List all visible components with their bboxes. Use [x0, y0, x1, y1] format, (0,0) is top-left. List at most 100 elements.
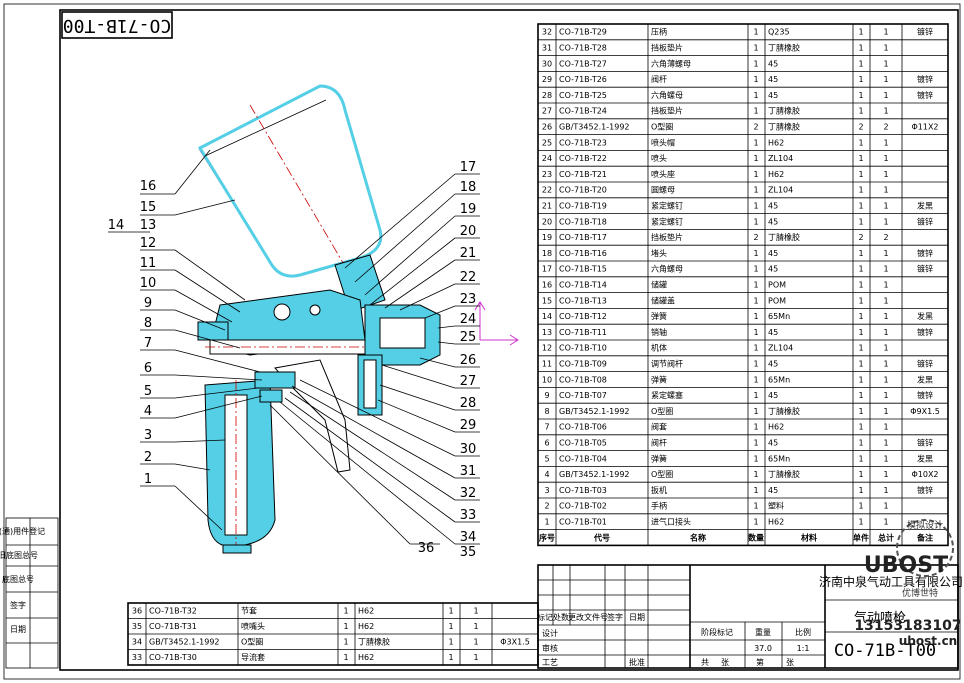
tb-product: 气动喷枪 [854, 610, 906, 626]
bom-right-cell: 1 [753, 375, 758, 384]
callouts-left [108, 149, 263, 531]
bom-right-cell: 1 [883, 202, 888, 211]
bom-right-cell: 1 [858, 265, 863, 274]
bom-right-cell: 阀杆 [651, 74, 667, 84]
bom-right-cell: 塑料 [768, 501, 784, 511]
bom-bottom-cell: 33 [132, 653, 142, 662]
bom-right-cell: 六角螺母 [651, 264, 683, 274]
bom-right-cell: 8 [544, 407, 549, 416]
tb-label-process: 工艺 [542, 658, 558, 667]
bom-bottom-cell: 丁腈橡胶 [358, 637, 390, 647]
bom-right-cell: 1 [883, 170, 888, 179]
bom-right-cell: 1 [883, 281, 888, 290]
tb-label-mark: 标记 [537, 612, 553, 622]
bom-right-cell: 1 [858, 454, 863, 463]
bom-right-cell: 26 [542, 123, 552, 132]
bom-right-cell: CO-71B-T10 [559, 344, 607, 353]
bom-right-cell: 1 [858, 312, 863, 321]
bom-right-cell: 1 [858, 91, 863, 100]
bom-right-cell: 1 [858, 486, 863, 495]
bom-right-cell: 1 [753, 154, 758, 163]
bom-right-cell: 1 [883, 154, 888, 163]
bom-right-cell: 22 [542, 186, 552, 195]
bom-right-cell: 1 [883, 217, 888, 226]
callout-29: 29 [460, 418, 477, 433]
bom-bottom-cell: 1 [448, 622, 453, 631]
bom-right-cell: 45 [768, 249, 778, 258]
bom-right-cell: 10 [542, 375, 552, 384]
bom-right-cell: O型圈 [651, 407, 673, 416]
bom-right-cell: CO-71B-T06 [559, 423, 607, 432]
bom-right-cell: 1 [858, 375, 863, 384]
bom-right-cell: 1 [753, 470, 758, 479]
tb-label-stage: 阶段标记 [701, 627, 733, 637]
callout-19: 19 [460, 202, 477, 217]
bom-right-cell: 1 [858, 502, 863, 511]
bom-right-cell: 27 [542, 107, 552, 116]
bom-right-cell: CO-71B-T17 [559, 233, 607, 242]
ubost-watermark: 模拟设计 UBOST 优博世特 13153183107 ubost.cn [854, 519, 962, 648]
bom-right-cell: 1 [753, 328, 758, 337]
callout-2: 2 [144, 450, 152, 465]
bom-right-cell: CO-71B-T05 [559, 439, 607, 448]
bom-bottom-cell: 1 [473, 607, 478, 616]
bom-right-cell: 手柄 [651, 501, 667, 511]
callout-23: 23 [460, 292, 477, 307]
tb-label-scale: 比例 [795, 627, 811, 637]
bom-right-cell: 2 [753, 233, 758, 242]
bom-right-cell: CO-71B-T24 [559, 107, 607, 116]
bom-right-cell: 32 [542, 28, 552, 37]
callout-4: 4 [144, 404, 152, 419]
callout-27: 27 [460, 374, 477, 389]
bom-bottom-cell: 节套 [241, 606, 257, 616]
bom-right-cell: 7 [544, 423, 549, 432]
bom-right-cell: 1 [883, 249, 888, 258]
bom-right-cell: 13 [542, 328, 552, 337]
bom-right-cell: 1 [753, 296, 758, 305]
bom-right-cell: 1 [883, 59, 888, 68]
bom-right-cell: 挡板垫片 [651, 43, 683, 53]
bom-right-cell: 1 [753, 502, 758, 511]
bom-right-header: 名称 [690, 532, 706, 542]
bom-right-cell: 17 [542, 265, 552, 274]
bom-right-cell: 六角薄螺母 [651, 58, 691, 68]
bom-bottom-cell: 1 [448, 653, 453, 662]
bom-bottom-cell: CO-71B-T31 [149, 622, 197, 631]
bom-right-cell: 1 [883, 423, 888, 432]
bom-right-cell: Φ10X2 [911, 470, 938, 479]
bom-right-cell: CO-71B-T25 [559, 91, 607, 100]
bom-right-cell: 镀锌 [917, 390, 933, 400]
callout-12: 12 [140, 236, 157, 251]
tb-weight: 37.0 [754, 644, 772, 653]
bom-right-cell: 进气口接头 [651, 517, 691, 527]
bom-right-cell: 19 [542, 233, 552, 242]
bom-right-cell: 1 [858, 107, 863, 116]
outer-border [3, 3, 961, 680]
bom-right-cell: CO-71B-T22 [559, 154, 607, 163]
callout-33: 33 [460, 508, 477, 523]
bom-right-cell: 1 [883, 107, 888, 116]
bom-right-cell: 12 [542, 344, 552, 353]
bom-right-cell: 1 [753, 107, 758, 116]
callout-21: 21 [460, 246, 477, 261]
bom-right-header: 单件 [853, 532, 869, 542]
callout-22: 22 [460, 270, 477, 285]
bom-right-cell: 9 [544, 391, 549, 400]
bom-right-cell: 45 [768, 59, 778, 68]
bom-right-cell: 1 [753, 249, 758, 258]
bom-right-cell: GB/T3452.1-1992 [559, 470, 630, 479]
bom-right-cell: CO-71B-T18 [559, 217, 607, 226]
callout-17: 17 [460, 160, 477, 175]
bom-right-cell: CO-71B-T09 [559, 360, 607, 369]
strip-label-4: 签字 [10, 600, 26, 610]
bom-right-cell: 1 [883, 375, 888, 384]
bom-bottom-cell: O型圈 [241, 638, 263, 647]
bom-right-cell: 5 [544, 454, 549, 463]
bom-right-cell: GB/T3452.1-1992 [559, 123, 630, 132]
bom-right-cell: 1 [858, 75, 863, 84]
bom-right-cell: 储罐 [651, 280, 667, 290]
bom-right-cell: 1 [858, 138, 863, 147]
bom-right-cell: 丁腈橡胶 [768, 43, 800, 53]
